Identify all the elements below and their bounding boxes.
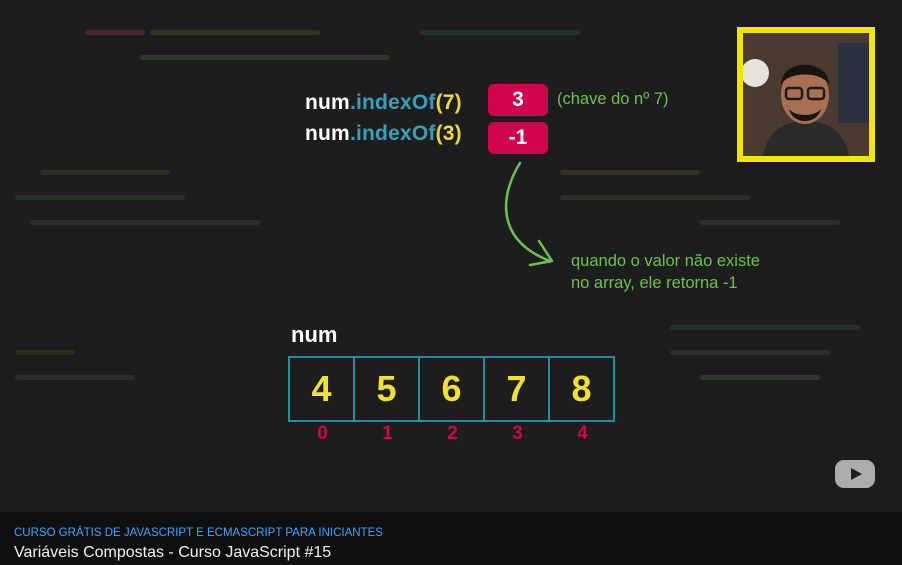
- code-method: indexOf: [355, 91, 436, 114]
- code-line-indexof-7: num.indexOf(7): [305, 91, 462, 115]
- array-index: 1: [382, 423, 393, 444]
- note-key: (chave do nº 7): [557, 90, 669, 108]
- code-argument: 7: [442, 91, 455, 114]
- code-line-indexof-3: num.indexOf(3): [305, 122, 462, 146]
- array-diagram: 4 5 6 7 8: [288, 356, 615, 422]
- background-code-line: [560, 195, 750, 200]
- code-argument: 3: [442, 122, 455, 145]
- background-code-line: [700, 375, 820, 380]
- code-object: num: [305, 91, 350, 114]
- background-code-line: [15, 375, 135, 380]
- note-not-found-line1: quando o valor não existe: [571, 252, 760, 270]
- background-code-line: [30, 220, 260, 225]
- code-close-paren: ): [454, 91, 462, 114]
- background-code-line: [15, 350, 75, 355]
- note-not-found-line2: no array, ele retorna -1: [571, 274, 738, 292]
- curved-arrow-icon: [504, 161, 554, 267]
- array-cell: 5: [355, 358, 420, 420]
- background-code-line: [150, 30, 320, 35]
- array-indices: 0 1 2 3 4: [290, 423, 615, 445]
- video-player[interactable]: num.indexOf(7) 3 (chave do nº 7) num.ind…: [0, 0, 902, 512]
- code-dot: .: [349, 91, 356, 114]
- video-title: Variáveis Compostas - Curso JavaScript #…: [14, 544, 332, 561]
- array-index: 4: [577, 423, 588, 444]
- array-cell: 7: [485, 358, 550, 420]
- code-open-paren: (: [435, 91, 443, 114]
- series-link[interactable]: CURSO GRÁTIS DE JAVASCRIPT E ECMASCRIPT …: [14, 527, 383, 539]
- result-badge: 3: [488, 84, 548, 116]
- presenter-webcam: [737, 27, 875, 162]
- background-code-line: [140, 55, 390, 60]
- background-code-line: [40, 170, 170, 175]
- code-dot: .: [349, 122, 356, 145]
- code-open-paren: (: [435, 122, 443, 145]
- array-index: 3: [512, 423, 523, 444]
- presenter-icon: [743, 33, 869, 156]
- array-cell: 8: [550, 358, 615, 420]
- array-cell: 6: [420, 358, 485, 420]
- background-code-line: [85, 30, 145, 35]
- array-index: 0: [317, 423, 328, 444]
- array-index: 2: [447, 423, 458, 444]
- background-code-line: [15, 195, 185, 200]
- background-code-line: [560, 170, 700, 175]
- background-code-line: [670, 325, 860, 330]
- presenter-image: [743, 33, 869, 156]
- array-cell: 4: [290, 358, 355, 420]
- background-code-line: [420, 30, 580, 35]
- code-object: num: [305, 122, 350, 145]
- background-code-line: [700, 220, 840, 225]
- note-not-found: quando o valor não existe no array, ele …: [571, 250, 760, 294]
- code-method: indexOf: [355, 122, 436, 145]
- code-close-paren: ): [454, 122, 462, 145]
- result-badge: -1: [488, 122, 548, 154]
- array-variable-label: num: [291, 322, 338, 347]
- youtube-logo-icon[interactable]: [835, 460, 875, 488]
- background-code-line: [670, 350, 830, 355]
